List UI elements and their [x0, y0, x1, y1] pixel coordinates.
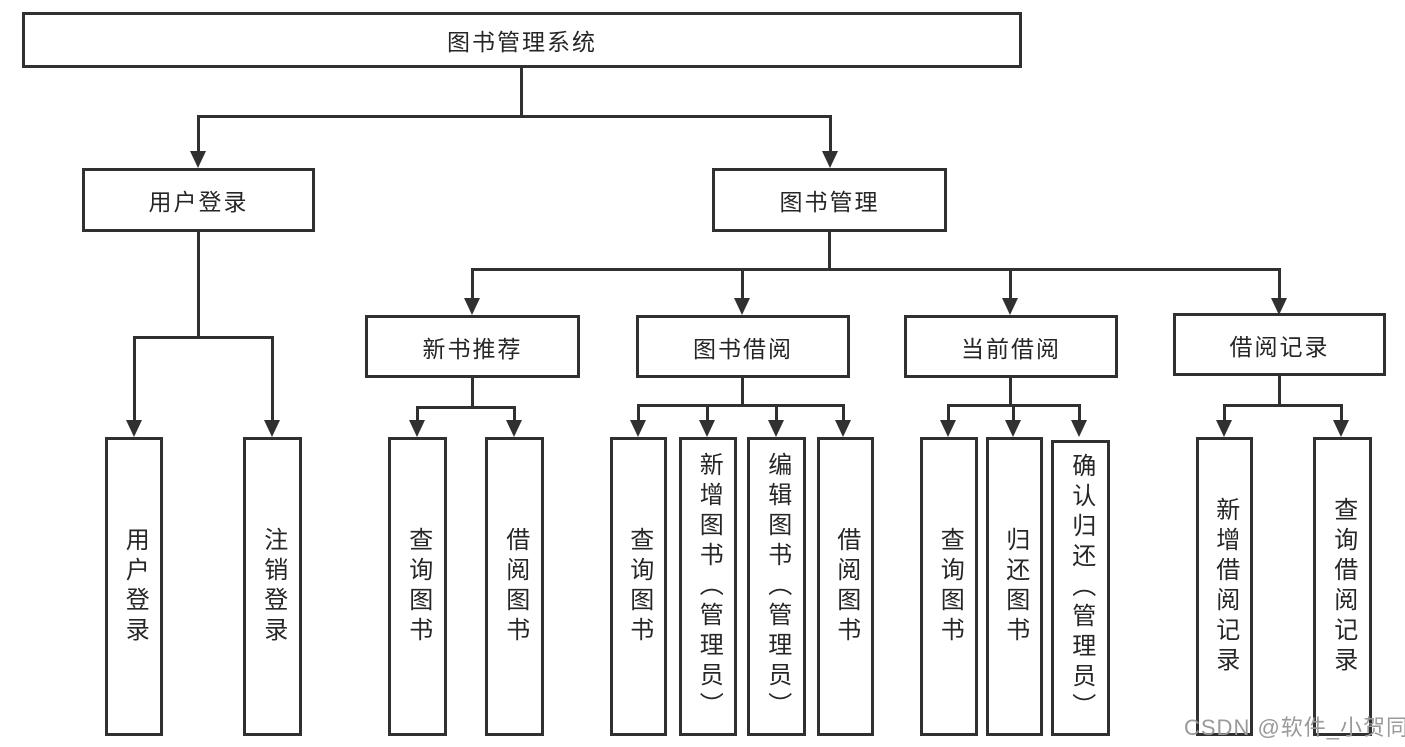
leaf-current-query: 查询图书 [920, 437, 978, 736]
arrow-down-icon [264, 420, 280, 437]
leaf-label: 查询借阅记录 [1329, 496, 1357, 677]
arrow-down-icon [1005, 420, 1021, 437]
arrow-down-icon [734, 298, 750, 315]
connector-line [1009, 268, 1012, 300]
connector-line [471, 268, 1281, 271]
connector-line [133, 336, 136, 422]
connector-line [471, 378, 474, 406]
connector-line [706, 404, 709, 422]
connector-line [416, 406, 516, 409]
arrow-down-icon [1271, 298, 1287, 315]
connector-line [133, 336, 274, 339]
leaf-label: 归还图书 [1001, 526, 1029, 647]
leaf-borrow-edit-book: 编辑图书（管理员） [747, 437, 806, 736]
connector-line [520, 68, 523, 115]
leaf-current-confirm-return: 确认归还（管理员） [1051, 440, 1110, 736]
arrow-down-icon [630, 420, 646, 437]
arrow-down-icon [1071, 420, 1087, 437]
connector-line [1223, 404, 1342, 407]
node-label: 用户登录 [148, 189, 249, 215]
arrow-down-icon [1216, 420, 1232, 437]
arrow-down-icon [768, 420, 784, 437]
node-root: 图书管理系统 [22, 12, 1022, 68]
connector-line [741, 378, 744, 404]
arrow-down-icon [822, 151, 838, 168]
connector-line [1012, 404, 1015, 422]
arrow-down-icon [126, 420, 142, 437]
node-label: 当前借阅 [961, 335, 1061, 362]
leaf-label: 新增借阅记录 [1211, 496, 1239, 677]
arrow-down-icon [835, 420, 851, 437]
arrow-down-icon [1002, 298, 1018, 315]
node-book-management: 图书管理 [712, 168, 947, 232]
connector-line [947, 404, 950, 422]
node-book-borrow: 图书借阅 [636, 315, 850, 378]
leaf-label: 借阅图书 [501, 526, 529, 647]
arrow-down-icon [699, 420, 715, 437]
node-label: 新书推荐 [422, 335, 523, 362]
leaf-borrow-borrow-book: 借阅图书 [817, 437, 874, 736]
connector-line [471, 268, 474, 300]
connector-line [1078, 404, 1081, 422]
node-borrow-records: 借阅记录 [1173, 313, 1386, 376]
connector-line [416, 406, 419, 422]
connector-line [1223, 404, 1226, 420]
leaf-label: 确认归还（管理员） [1067, 453, 1095, 723]
leaf-label: 编辑图书（管理员） [763, 451, 791, 722]
node-label: 图书管理 [779, 189, 880, 215]
leaf-newbook-borrow: 借阅图书 [485, 437, 544, 736]
leaf-label: 查询图书 [404, 526, 432, 647]
leaf-label: 借阅图书 [832, 526, 860, 647]
watermark: CSDN @软件_小贺同学 [1184, 715, 1405, 740]
arrow-down-icon [409, 420, 425, 437]
node-label: 图书借阅 [693, 335, 793, 362]
node-label: 借阅记录 [1229, 333, 1330, 360]
connector-line [271, 336, 274, 422]
connector-line [1278, 268, 1281, 300]
connector-line [1009, 378, 1012, 404]
node-new-book-recommend: 新书推荐 [365, 315, 580, 378]
leaf-records-add: 新增借阅记录 [1196, 437, 1253, 736]
connector-line [1340, 404, 1343, 420]
leaf-label: 查询图书 [625, 526, 653, 647]
leaf-borrow-query: 查询图书 [610, 437, 667, 736]
connector-line [829, 115, 832, 155]
arrow-down-icon [190, 151, 206, 168]
connector-line [197, 115, 832, 118]
connector-line [741, 268, 744, 300]
leaf-label: 查询图书 [936, 526, 964, 647]
leaf-user-login: 用户登录 [105, 437, 163, 736]
leaf-label: 新增图书（管理员） [695, 451, 723, 722]
leaf-logout: 注销登录 [243, 437, 302, 736]
connector-line [828, 232, 831, 268]
connector-line [1278, 376, 1281, 404]
connector-line [637, 404, 845, 407]
connector-line [197, 115, 200, 155]
connector-line [637, 404, 640, 422]
leaf-label: 注销登录 [259, 526, 287, 647]
connector-line [775, 404, 778, 422]
node-user-login: 用户登录 [82, 168, 315, 232]
node-current-borrow: 当前借阅 [904, 315, 1118, 378]
arrow-down-icon [940, 420, 956, 437]
connector-line [513, 406, 516, 422]
leaf-records-query: 查询借阅记录 [1313, 437, 1372, 736]
leaf-newbook-query: 查询图书 [388, 437, 447, 736]
node-root-label: 图书管理系统 [447, 29, 597, 55]
connector-line [197, 232, 200, 336]
leaf-current-return: 归还图书 [986, 437, 1043, 736]
leaf-borrow-add-book: 新增图书（管理员） [679, 437, 737, 736]
arrow-down-icon [506, 420, 522, 437]
arrow-down-icon [1333, 420, 1349, 437]
connector-line [842, 404, 845, 422]
arrow-down-icon [464, 298, 480, 315]
leaf-label: 用户登录 [121, 526, 149, 647]
